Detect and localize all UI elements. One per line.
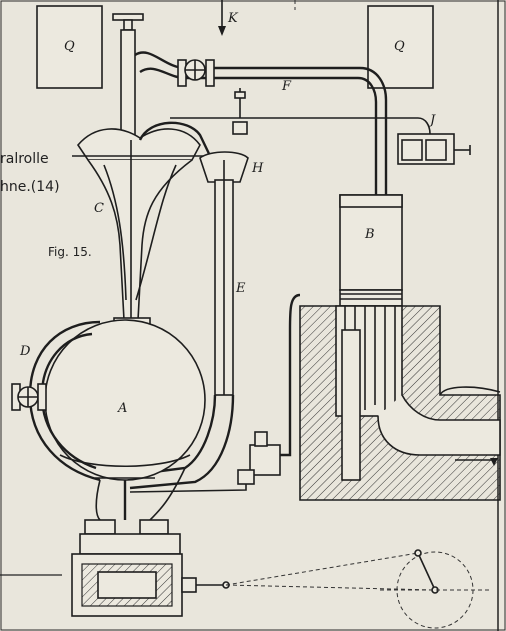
pump-flange-right: [139, 519, 169, 535]
pump-piston: [97, 571, 157, 599]
label-B: B: [364, 227, 375, 242]
small-tap-body: [232, 121, 248, 135]
box-Q-right: [367, 5, 434, 89]
side-text-line-1: ralrolle: [0, 151, 49, 167]
label-E: E: [235, 281, 246, 296]
side-text-line-2: hne.(14): [0, 179, 60, 195]
figure-caption: Fig. 15.: [48, 245, 92, 259]
label-D: D: [19, 344, 31, 359]
steam-spindle: [120, 29, 136, 141]
pipe-F-inner: [139, 67, 378, 195]
flue-passage: [377, 394, 501, 456]
pump-gland: [181, 577, 197, 593]
label-A: A: [117, 401, 127, 416]
pipe-C-to-H: [138, 121, 214, 161]
arrow-K-head: [218, 26, 226, 36]
crank-arm: [417, 552, 436, 591]
label-H: H: [251, 161, 264, 176]
vessel-B-base: [339, 289, 403, 307]
label-J: J: [427, 113, 436, 128]
valve-D-flange-right: [37, 383, 47, 411]
pipe-F-outer: [134, 51, 388, 195]
injector-C-body: [87, 159, 193, 321]
valve-F-flange-right: [205, 59, 215, 87]
pump-upper-block: [79, 533, 181, 555]
pipe-E-to-A: [129, 394, 217, 477]
inner-tube: [341, 329, 361, 481]
valve-stem-top: [123, 19, 133, 31]
label-Q-left: Q: [64, 39, 75, 54]
pipe-furnace-to-valve: [280, 293, 301, 457]
valve-handle: [112, 13, 144, 21]
vessel-B: [339, 194, 403, 291]
box-Q-left: [36, 5, 103, 89]
label-Q-right: Q: [394, 39, 405, 54]
pipe-to-J: [170, 117, 431, 135]
vessel-A: [44, 319, 206, 481]
label-F: F: [281, 79, 292, 94]
label-C: C: [94, 201, 104, 216]
label-K: K: [227, 11, 239, 26]
pump-flange-left: [84, 519, 116, 535]
